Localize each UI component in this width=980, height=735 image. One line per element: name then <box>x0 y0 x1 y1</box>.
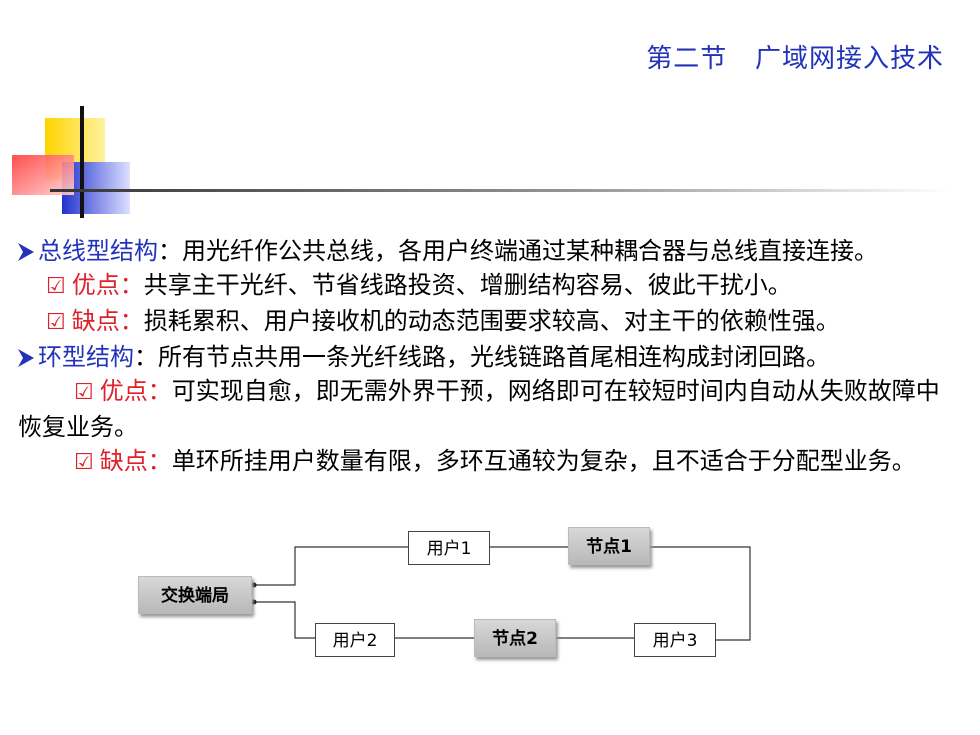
ring-cons: ☑缺点：单环所挂用户数量有限，多环互通较为复杂，且不适合于分配型业务。 <box>18 444 958 480</box>
arrow-bullet-icon <box>18 234 38 268</box>
node2-box: 节点2 <box>474 619 556 657</box>
page-title: 第二节 广域网接入技术 <box>646 44 944 74</box>
bus-heading: 总线型结构 <box>38 237 158 265</box>
bus-cons-text: 损耗累积、用户接收机的动态范围要求较高、对主干的依赖性强。 <box>143 307 840 335</box>
ring-pros: ☑优点：可实现自愈，即无需外界干预，网络即可在较短时间内自动从失败故障中恢复业务… <box>18 374 958 444</box>
checkbox-icon: ☑ <box>46 310 66 335</box>
ring-cons-label: 缺点： <box>99 447 172 475</box>
exchange-office-box: 交换端局 <box>138 576 252 614</box>
bus-cons-label: 缺点： <box>71 307 144 335</box>
main-content: 总线型结构：用光纤作公共总线，各用户终端通过某种耦合器与总线直接连接。 ☑优点：… <box>18 234 958 480</box>
bus-pros-label: 优点： <box>71 271 144 299</box>
ring-pros-text: 可实现自愈，即无需外界干预，网络即可在较短时间内自动从失败故障中恢复业务。 <box>18 377 940 441</box>
bus-structure-paragraph: 总线型结构：用光纤作公共总线，各用户终端通过某种耦合器与总线直接连接。 <box>18 234 958 268</box>
ring-description: ：所有节点共用一条光纤线路，光线链路首尾相连构成封闭回路。 <box>134 343 830 371</box>
checkbox-icon: ☑ <box>74 380 94 405</box>
user3-box: 用户3 <box>634 623 716 657</box>
user2-box: 用户2 <box>315 623 395 657</box>
bus-description: ：用光纤作公共总线，各用户终端通过某种耦合器与总线直接连接。 <box>158 237 878 265</box>
user1-box: 用户1 <box>408 531 490 565</box>
ring-cons-text: 单环所挂用户数量有限，多环互通较为复杂，且不适合于分配型业务。 <box>171 447 916 475</box>
ring-topology-diagram: 交换端局 用户1 节点1 用户2 节点2 用户3 <box>130 520 780 680</box>
bus-pros: ☑优点：共享主干光纤、节省线路投资、增删结构容易、彼此干扰小。 <box>18 268 958 304</box>
bus-cons: ☑缺点：损耗累积、用户接收机的动态范围要求较高、对主干的依赖性强。 <box>18 304 958 340</box>
checkbox-icon: ☑ <box>74 450 94 475</box>
decorative-logo <box>12 106 950 218</box>
checkbox-icon: ☑ <box>46 274 66 299</box>
connection-lines <box>251 546 751 641</box>
arrow-bullet-icon <box>18 340 38 374</box>
ring-pros-label: 优点： <box>99 377 172 405</box>
ring-structure-paragraph: 环型结构：所有节点共用一条光纤线路，光线链路首尾相连构成封闭回路。 <box>18 340 958 374</box>
node1-box: 节点1 <box>568 527 650 565</box>
ring-heading: 环型结构 <box>38 343 134 371</box>
bus-pros-text: 共享主干光纤、节省线路投资、增删结构容易、彼此干扰小。 <box>143 271 792 299</box>
